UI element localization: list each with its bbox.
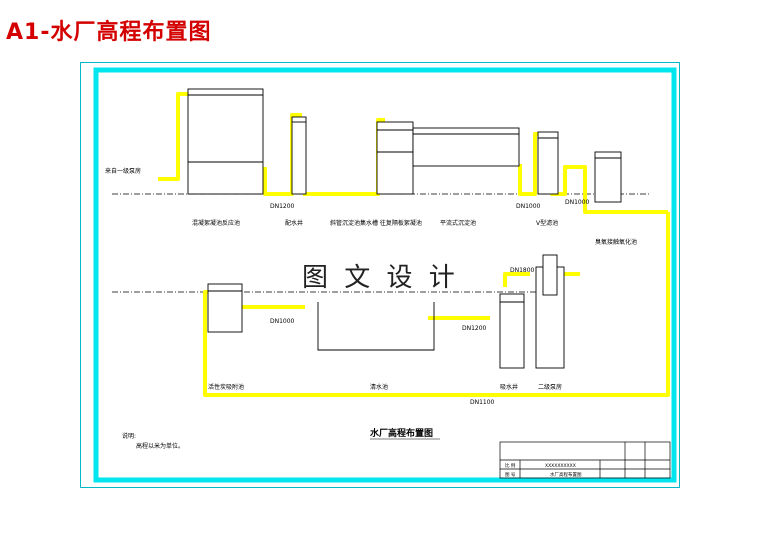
- label-tank9: 吸水井: [500, 383, 518, 391]
- tank-flocculation: [187, 88, 264, 195]
- label-tank3: 斜管沉淀池集水槽 往复隔板絮凝池: [330, 219, 422, 227]
- tank-sedimentation-collector: [376, 121, 414, 195]
- page-title: A1-水厂高程布置图: [6, 20, 212, 45]
- title-block-school: XXXXXXXXXX: [545, 463, 576, 469]
- upper-structures: [187, 88, 622, 203]
- label-tank2: 配水井: [285, 219, 303, 227]
- tank-ozone-contact: [594, 151, 622, 203]
- drawing-title: 水厂高程布置图: [370, 427, 433, 439]
- watermark-text: 图 文 设 计: [302, 263, 459, 293]
- label-tank8: 清水池: [370, 383, 388, 391]
- label-source: 来自一级泵房: [105, 167, 141, 175]
- pump-house-tower: [542, 254, 558, 296]
- title-block: [499, 441, 671, 479]
- title-block-drawing: 水厂高程布置图: [550, 471, 582, 478]
- label-pipe-dn3: DN1000: [516, 203, 541, 210]
- label-tank1: 混凝絮凝池反应池: [192, 219, 240, 227]
- lower-structures: [207, 254, 565, 369]
- label-pipe-dn1: DN1200: [270, 203, 295, 210]
- tank-clear-water: [317, 302, 435, 351]
- label-tank5: V型滤池: [536, 219, 558, 227]
- label-tank7: 活性炭吸附池: [208, 383, 244, 391]
- tank-v-filter: [537, 131, 559, 195]
- label-tank10: 二级泵房: [538, 383, 562, 391]
- label-pipe-dn6: DN1200: [462, 325, 487, 332]
- title-block-sheet: 图 号: [505, 472, 516, 478]
- title-block-scale: 比 例: [505, 462, 516, 469]
- label-tank6: 臭氧接触氧化池: [595, 238, 637, 246]
- drawing-sheet: 来自一级泵房 混凝絮凝池反应池 配水井 斜管沉淀池集水槽 往复隔板絮凝池 平流式…: [80, 62, 680, 488]
- notes-heading: 说明:: [122, 432, 136, 440]
- label-pipe-dn5: DN1000: [270, 318, 295, 325]
- notes-line1: 高程以米为单位。: [136, 442, 184, 450]
- label-pipe-dn8: DN1800: [510, 267, 535, 274]
- inner-frame: [93, 67, 677, 483]
- tank-activated-carbon: [207, 283, 243, 333]
- label-pipe-dn7: DN1100: [470, 399, 495, 406]
- label-pipe-dn4: DN1000: [565, 199, 590, 206]
- label-tank4: 平流式沉淀池: [440, 219, 476, 227]
- tank-distribution-well: [291, 116, 307, 195]
- tank-suction-well: [499, 293, 525, 369]
